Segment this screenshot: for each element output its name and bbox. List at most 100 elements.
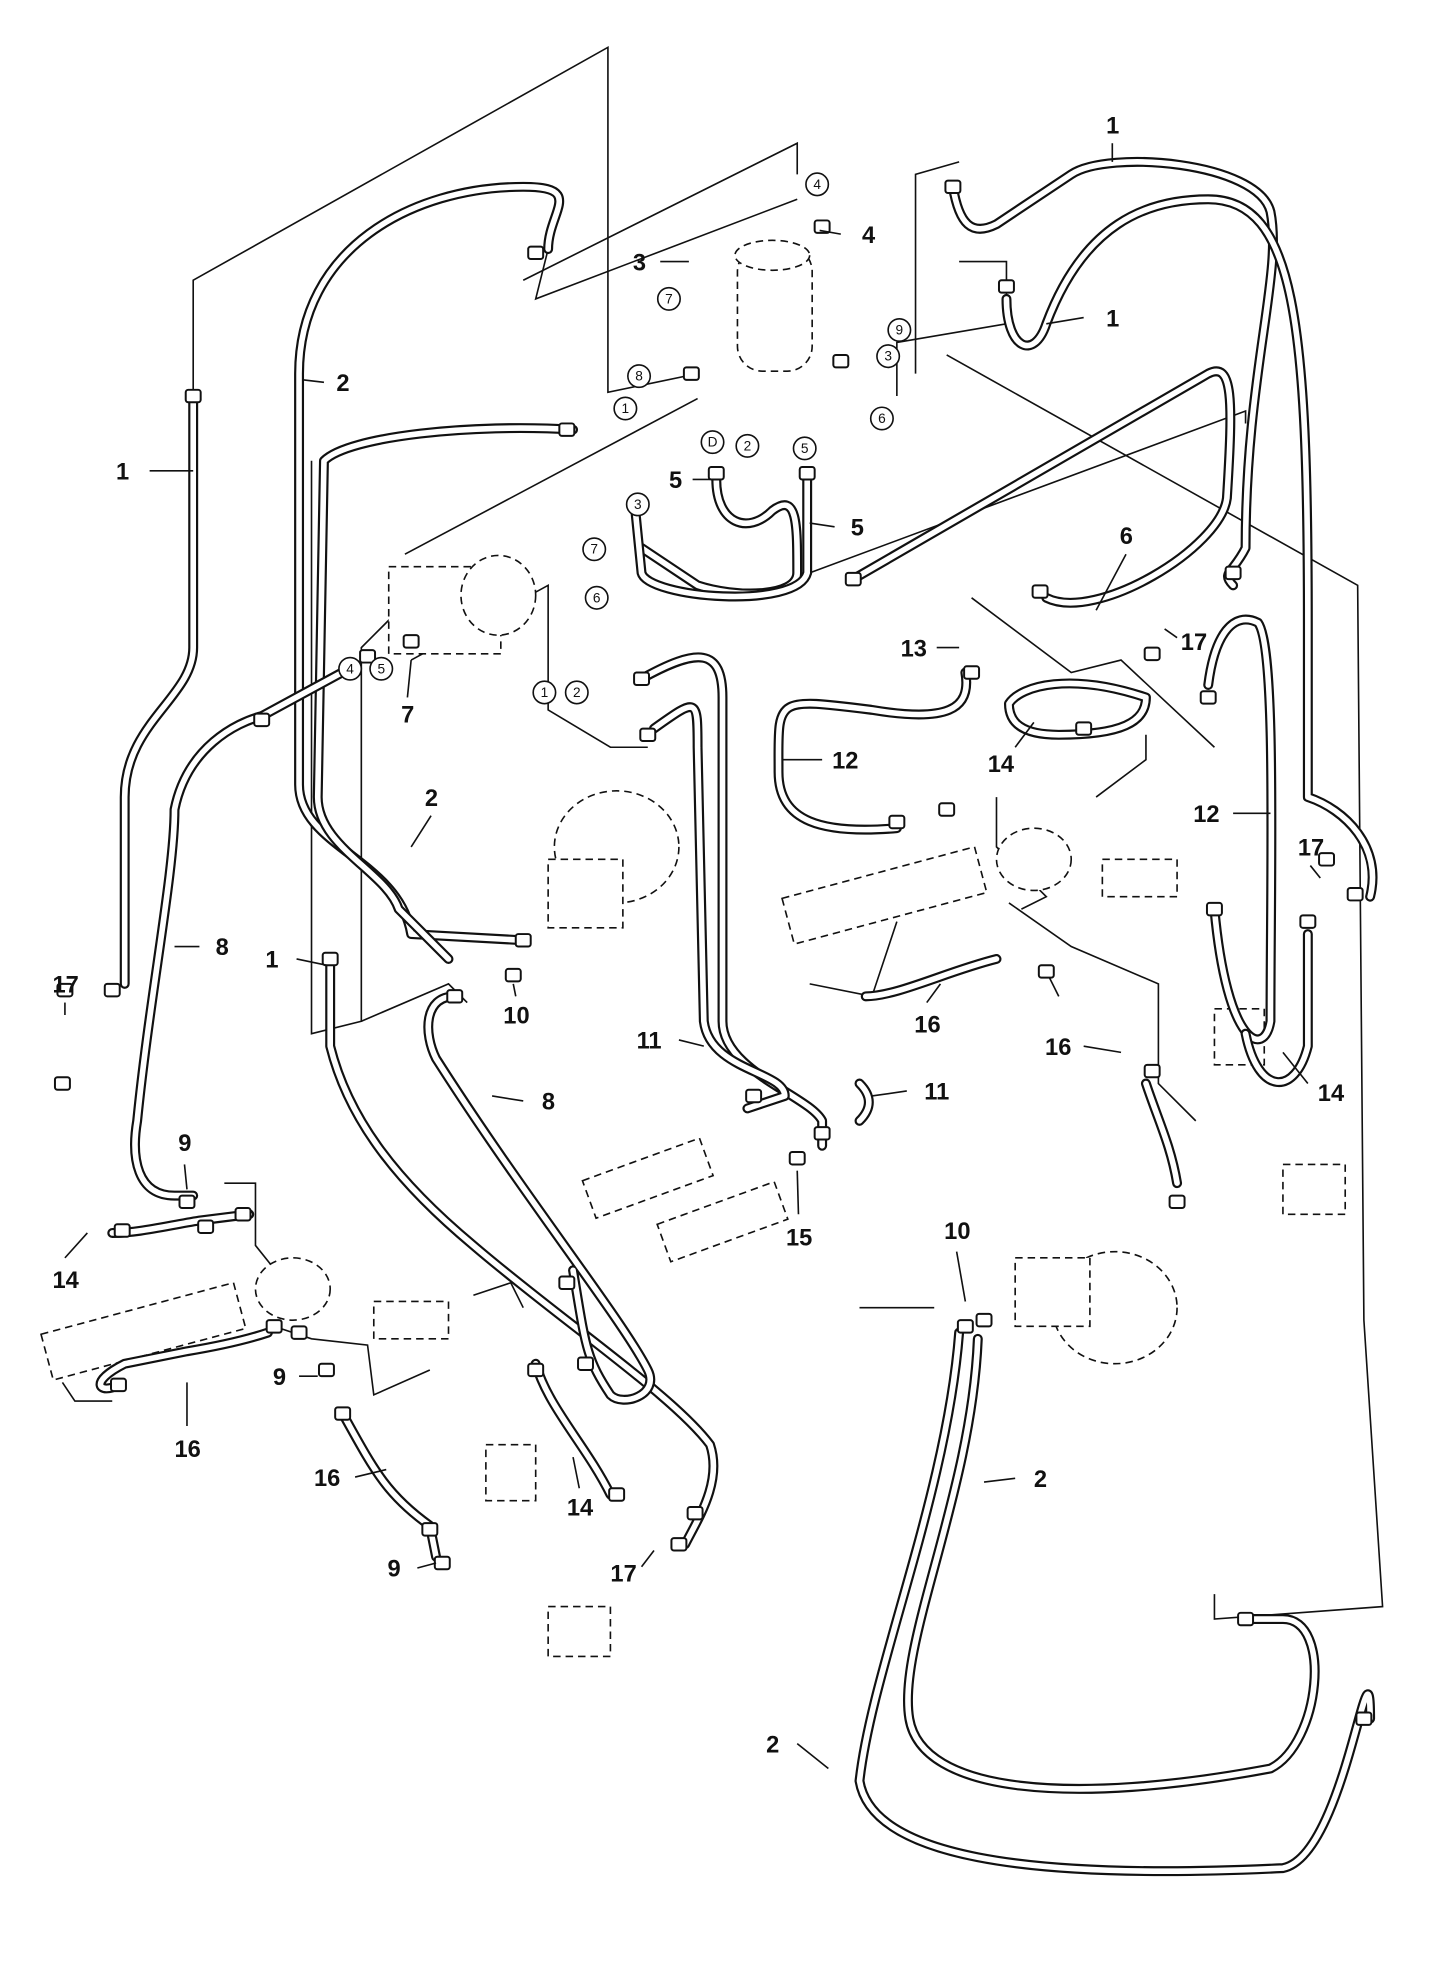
callout-number: 9 — [387, 1557, 400, 1583]
reference-letter: 2 — [744, 438, 752, 453]
callout: 5 — [809, 516, 864, 542]
callout-number: 13 — [901, 636, 927, 662]
hose-fitting — [178, 1194, 196, 1210]
hose-fitting — [446, 989, 464, 1004]
callout-number: 12 — [1193, 802, 1219, 828]
callout-number: 14 — [567, 1496, 594, 1522]
motor-housing — [1014, 1257, 1091, 1328]
callout: 12 — [782, 748, 858, 774]
circled-reference: 2 — [735, 433, 760, 458]
callout-number: 15 — [786, 1225, 812, 1251]
outline-line — [971, 597, 1215, 748]
hose — [95, 1327, 273, 1394]
outline-line — [61, 1381, 113, 1402]
callout: 7 — [401, 659, 414, 728]
callout: 6 — [1095, 524, 1133, 611]
callout: 8 — [174, 935, 229, 961]
hose — [130, 663, 354, 1201]
hose-fitting — [844, 571, 862, 587]
callout: 14 — [52, 1232, 88, 1294]
circled-reference: 3 — [625, 492, 650, 517]
hose-fitting — [944, 179, 962, 195]
outline-line — [192, 45, 698, 397]
callout-number: 14 — [52, 1268, 79, 1294]
callout-number: 10 — [503, 1004, 529, 1030]
callout-number: 5 — [669, 468, 682, 494]
hose-fitting — [184, 388, 202, 404]
callout: 16 — [175, 1382, 201, 1463]
reference-letter: 7 — [665, 291, 673, 306]
callout-number: 5 — [851, 516, 864, 542]
hose — [630, 474, 813, 602]
hose-fitting — [359, 649, 377, 664]
hose-fitting — [639, 727, 657, 743]
hose-fitting — [686, 1505, 704, 1521]
hose-fitting — [317, 1362, 335, 1378]
reference-letter: 2 — [573, 685, 581, 700]
hose — [636, 652, 828, 1151]
outline-line — [404, 397, 698, 555]
callout-number: 16 — [1045, 1035, 1071, 1061]
reference-letter: 5 — [377, 661, 385, 676]
hose-fitting — [682, 366, 700, 381]
hose-fitting — [938, 802, 956, 817]
reference-letter: D — [708, 435, 718, 450]
hose — [903, 1333, 1320, 1794]
callout-number: 2 — [336, 371, 349, 397]
callout-number: 12 — [832, 748, 858, 774]
callout-number: 6 — [1120, 524, 1133, 550]
callout-number: 8 — [542, 1090, 555, 1116]
hose-fitting — [1075, 721, 1093, 736]
hose-fitting — [888, 814, 906, 830]
hoses — [95, 156, 1378, 1877]
circled-reference: 7 — [656, 286, 681, 311]
callout-number: 9 — [273, 1365, 286, 1391]
pivot-block-left — [372, 1300, 450, 1340]
callout-number: 16 — [314, 1466, 340, 1492]
cylinder-lower — [656, 1180, 789, 1263]
hose-fitting — [402, 634, 420, 649]
callout-number: 3 — [633, 250, 646, 276]
callout: 14 — [988, 721, 1035, 778]
callout-number: 17 — [1298, 836, 1324, 862]
hose-fitting — [798, 466, 816, 481]
callout: 5 — [669, 468, 711, 494]
callout-number: 17 — [610, 1562, 636, 1588]
hose-fitting — [110, 1377, 127, 1393]
callout: 3 — [633, 250, 689, 276]
hose — [854, 1327, 1376, 1877]
hose-fitting — [956, 1319, 974, 1334]
hose-fitting — [1237, 1611, 1255, 1627]
circled-reference: 3 — [876, 344, 901, 369]
callout-number: 14 — [1318, 1081, 1345, 1107]
circled-reference: D — [700, 430, 725, 455]
hose — [325, 953, 719, 1550]
reference-letter: 1 — [622, 401, 630, 416]
callout-number: 2 — [425, 786, 438, 812]
reference-letter: 3 — [884, 349, 892, 364]
circled-reference: 8 — [627, 364, 652, 389]
callout-number: 2 — [766, 1732, 779, 1758]
callout-number: 8 — [216, 935, 229, 961]
hose-fitting — [1031, 584, 1049, 599]
hose-fitting — [265, 1319, 283, 1334]
callout-number: 1 — [116, 459, 129, 485]
hose — [423, 991, 656, 1405]
hose-fitting — [321, 951, 339, 967]
outline-line — [1008, 902, 1197, 1122]
callout: 2 — [766, 1732, 829, 1770]
callout: 14 — [567, 1456, 594, 1522]
hose — [1203, 614, 1277, 1045]
hose — [1001, 194, 1378, 902]
steer-cylinder-right — [781, 845, 988, 946]
cylinder-upper — [581, 1137, 715, 1220]
hose — [337, 1408, 442, 1562]
pivot-foot-left — [547, 1605, 612, 1658]
hose-fitting — [1346, 886, 1364, 902]
hose-fitting — [788, 1151, 806, 1166]
hose-fitting — [421, 1522, 439, 1537]
pivot-block-right — [1101, 858, 1178, 898]
valve-cap — [734, 239, 811, 272]
outline-line — [809, 409, 1247, 574]
hose-fitting — [1143, 1063, 1161, 1079]
